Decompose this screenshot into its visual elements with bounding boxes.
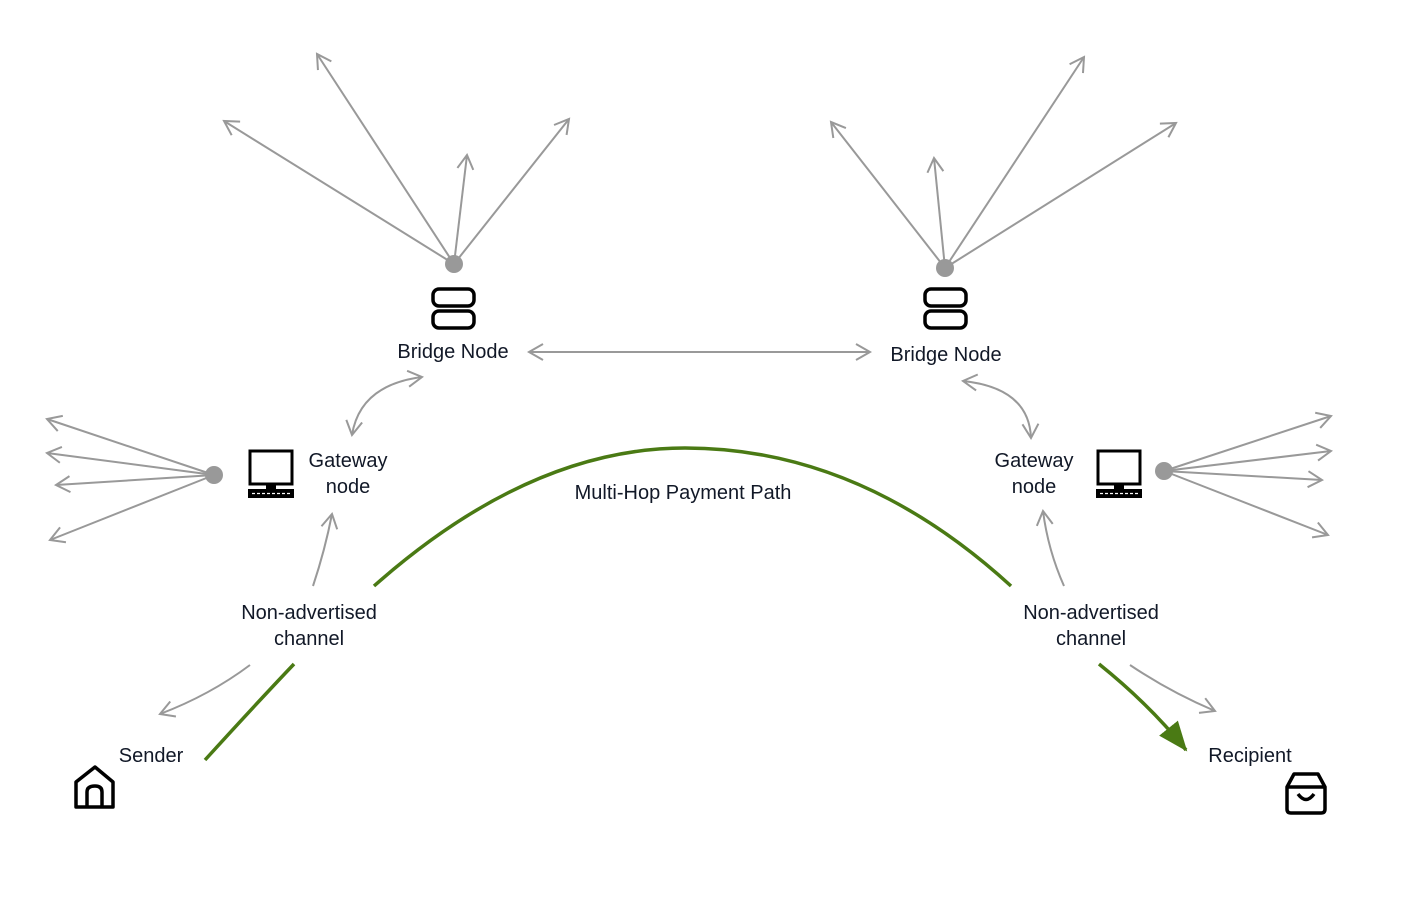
non-advertised-channel-label-right: Non-advertised channel (1006, 600, 1176, 652)
connection-arrow (829, 120, 946, 269)
desktop-computer-icon (248, 449, 294, 498)
left-channel-to-gateway-arrow (312, 512, 339, 587)
connection-arrow (222, 119, 455, 265)
connection-arrow (1163, 470, 1325, 489)
connection-arrow (1163, 443, 1334, 472)
payment-path (203, 446, 1188, 762)
connection-arrow (944, 121, 1178, 269)
connection-arrow (1163, 411, 1333, 472)
bridge-node-label-left: Bridge Node (386, 339, 520, 365)
right-bridge-node-dot (936, 259, 954, 277)
payment-path-segment (372, 446, 1013, 588)
payment-path-segment (1097, 662, 1188, 752)
gateway-label-line: Gateway (308, 450, 388, 472)
right-bridge-connections (829, 55, 1178, 269)
gateway-node-label-right: Gateway node (949, 448, 1119, 500)
channel-label-line: channel (1055, 628, 1127, 650)
connection-arrow (53, 474, 215, 493)
left-gateway-bridge-channel (345, 369, 424, 437)
channel-label-line: Non-advertised (241, 602, 377, 624)
server-icon (431, 287, 476, 330)
connection-arrow (45, 445, 215, 476)
gateway-node-label-left: Gateway node (263, 448, 433, 500)
payment-path-segment (203, 662, 296, 762)
connection-arrow (926, 155, 946, 269)
connection-arrow (315, 52, 455, 265)
connection-arrow (1163, 470, 1330, 539)
left-bridge-node-dot (445, 255, 463, 273)
connection-arrow (453, 117, 571, 265)
connection-arrow (944, 55, 1086, 269)
left-bridge-connections (222, 52, 571, 265)
bridge-node-label-right: Bridge Node (879, 342, 1013, 368)
sender-label: Sender (118, 745, 184, 767)
right-gateway-bridge-channel (960, 373, 1040, 441)
desktop-computer-icon (1096, 449, 1142, 498)
connection-arrow (453, 152, 475, 265)
right-gateway-node-dot (1155, 462, 1173, 480)
payment-path-label: Multi-Hop Payment Path (574, 482, 792, 504)
connection-arrow (45, 414, 215, 476)
right-channel-to-gateway-arrow (1035, 509, 1065, 587)
recipient-label: Recipient (1208, 745, 1292, 767)
gateway-label-line: node (325, 476, 371, 498)
channel-label-line: channel (273, 628, 345, 650)
shopping-bag-icon (1285, 772, 1327, 815)
right-channel-to-recipient-arrow (1129, 664, 1217, 714)
left-gateway-node-dot (205, 466, 223, 484)
gateway-label-line: node (1011, 476, 1057, 498)
left-gateway-connections (45, 414, 215, 544)
non-advertised-channel-label-left: Non-advertised channel (224, 600, 394, 652)
left-channel-to-sender-arrow (158, 664, 251, 718)
gateway-label-line: Gateway (994, 450, 1074, 472)
house-icon (74, 765, 115, 809)
channel-label-line: Non-advertised (1023, 602, 1159, 624)
server-icon (923, 287, 968, 330)
right-gateway-connections (1163, 411, 1334, 539)
connection-arrow (48, 474, 215, 544)
